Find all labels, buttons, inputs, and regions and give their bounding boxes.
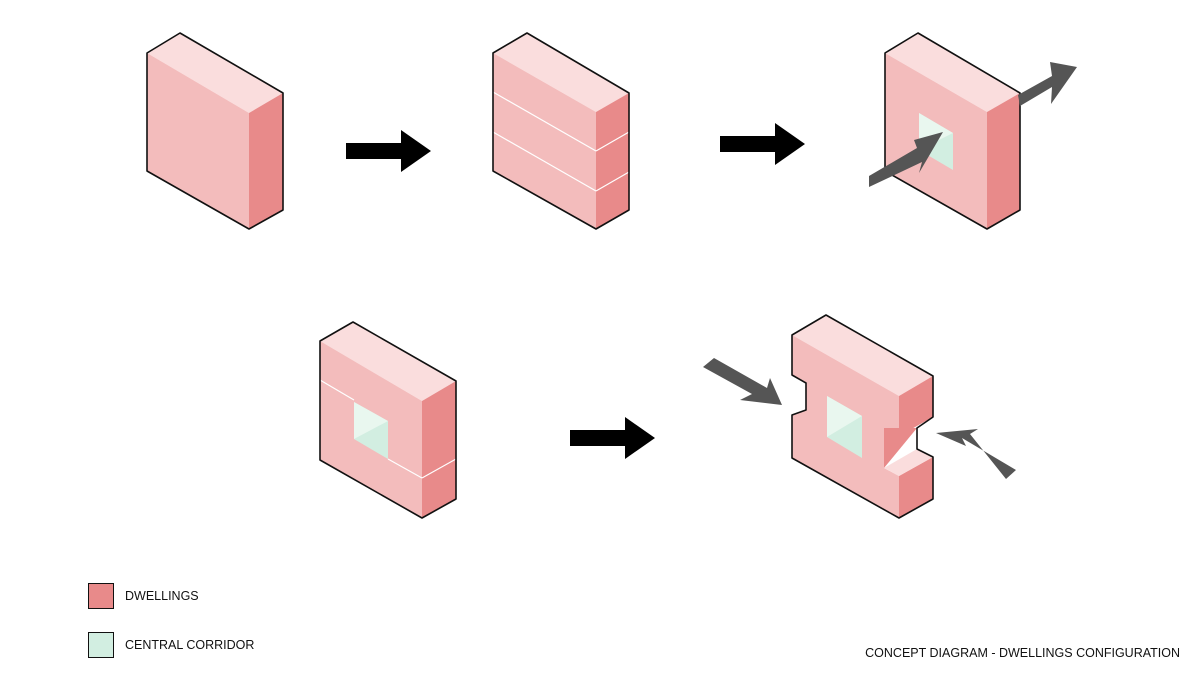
corridor-opening-light (827, 396, 862, 437)
central-corridor-swatch (88, 632, 114, 658)
block-2-side-face (596, 93, 629, 229)
step-4-ring-with-corridor (319, 321, 457, 519)
floor-line (595, 131, 630, 152)
block-5-top-face (792, 315, 933, 396)
block-4-top-face (320, 322, 456, 401)
legend-label: DWELLINGS (125, 589, 199, 603)
dwellings-swatch (88, 583, 114, 609)
floor-line (421, 458, 457, 479)
step-arrow-3 (570, 417, 655, 459)
floor-line (595, 171, 630, 192)
block-1-side-face (249, 93, 283, 229)
flow-arrow-out (1018, 62, 1077, 106)
step-arrow-1 (346, 130, 431, 172)
block-1-outline (146, 32, 284, 230)
block-5-outline (791, 314, 934, 519)
block-5-side-face (899, 457, 933, 518)
block-5-side-face (899, 376, 933, 436)
flow-arrow-in-left (703, 358, 782, 405)
diagram-caption: CONCEPT DIAGRAM - DWELLINGS CONFIGURATIO… (865, 646, 1180, 660)
floor-line (492, 131, 597, 192)
block-3-side-face (987, 93, 1020, 229)
step-arrow-2 (720, 123, 805, 165)
block-2-top-face (493, 33, 629, 112)
block-4-side-face (422, 381, 456, 518)
block-4-outline (319, 321, 457, 519)
floor-line (492, 91, 597, 152)
floor-line (319, 379, 355, 401)
block-1-top-face (147, 33, 283, 113)
flow-arrow-in-right (936, 429, 1016, 479)
step-3-corridor-through-block (869, 32, 1077, 230)
block-3-top-face (885, 33, 1020, 112)
step-2-stacked-floors (492, 32, 630, 230)
step-1-solid-block (146, 32, 284, 230)
flow-arrow-in (869, 132, 943, 187)
corridor-opening-light (354, 402, 388, 439)
legend-label: CENTRAL CORRIDOR (125, 638, 255, 652)
floor-line (387, 458, 423, 479)
block-5-inner-side-face (884, 428, 917, 468)
step-5-i-shaped-block (703, 314, 1016, 519)
block-5-lower-top-face (884, 449, 933, 476)
block-2-outline (492, 32, 630, 230)
